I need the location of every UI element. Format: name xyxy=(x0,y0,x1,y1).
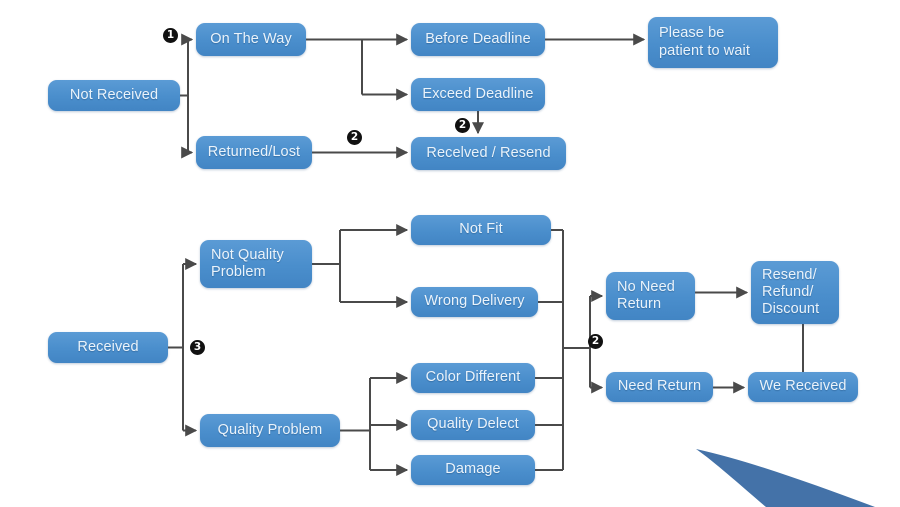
node-quality-problem[interactable]: Quality Problem xyxy=(200,414,340,447)
badge-step-2-exceed: 2 xyxy=(455,118,470,133)
node-need-return[interactable]: Need Return xyxy=(606,372,713,402)
node-we-received[interactable]: We Received xyxy=(748,372,858,402)
node-no-need-return[interactable]: No Need Return xyxy=(606,272,695,320)
node-before-deadline[interactable]: Before Deadline xyxy=(411,23,545,56)
badge-step-3: 3 xyxy=(190,340,205,355)
node-received-resend[interactable]: Recelved / Resend xyxy=(411,137,566,170)
node-color-different[interactable]: Color Different xyxy=(411,363,535,393)
node-exceed-deadline[interactable]: Exceed Deadline xyxy=(411,78,545,111)
badge-step-2-returned: 2 xyxy=(347,130,362,145)
decorative-swoosh-icon xyxy=(696,449,875,507)
node-please-be-patient[interactable]: Please be patient to wait xyxy=(648,17,778,68)
node-not-received[interactable]: Not Received xyxy=(48,80,180,111)
node-damage[interactable]: Damage xyxy=(411,455,535,485)
node-wrong-delivery[interactable]: Wrong Delivery xyxy=(411,287,538,317)
badge-step-2-return: 2 xyxy=(588,334,603,349)
node-returned-lost[interactable]: Returned/Lost xyxy=(196,136,312,169)
node-received[interactable]: Received xyxy=(48,332,168,363)
node-not-quality-problem[interactable]: Not Quality Problem xyxy=(200,240,312,288)
node-on-the-way[interactable]: On The Way xyxy=(196,23,306,56)
node-resend-refund-discount[interactable]: Resend/ Refund/ Discount xyxy=(751,261,839,324)
node-quality-delect[interactable]: Quality Delect xyxy=(411,410,535,440)
node-not-fit[interactable]: Not Fit xyxy=(411,215,551,245)
badge-step-1: 1 xyxy=(163,28,178,43)
